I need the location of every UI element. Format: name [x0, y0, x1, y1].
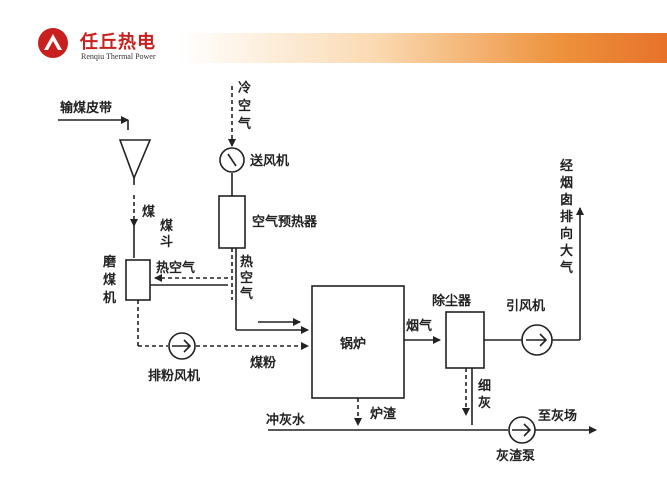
label-hot-air-right-char: 气 — [240, 286, 253, 302]
mill-box — [125, 259, 151, 301]
label-furnace-slag: 炉渣 — [370, 406, 397, 422]
label-to-chimney-char: 烟 — [560, 176, 573, 191]
label-coal: 煤 — [142, 204, 155, 220]
label-ash-flush-water: 冲灰水 — [266, 412, 306, 428]
induced-fan-mark — [526, 333, 548, 347]
label-mill-char: 磨 — [103, 254, 116, 270]
coal-hopper-shape — [118, 139, 152, 181]
label-boiler: 锅炉 — [340, 336, 366, 352]
label-dust-collector: 除尘器 — [432, 293, 472, 309]
label-to-chimney: 经烟囱排向大气 — [560, 158, 573, 276]
label-to-chimney-char: 气 — [560, 260, 573, 276]
label-fine-ash: 细灰 — [478, 378, 491, 411]
label-induced-fan: 引风机 — [506, 298, 545, 314]
slide-header: 任丘热电 Renqiu Thermal Power — [0, 0, 667, 70]
air-preheater-box — [218, 195, 246, 249]
label-exhaust-fan: 排粉风机 — [148, 368, 200, 384]
label-mill: 磨煤机 — [103, 254, 116, 306]
exhaust-fan-circle — [168, 332, 196, 360]
label-cold-air-char: 气 — [238, 116, 251, 132]
label-coal-hopper-char: 斗 — [160, 235, 173, 250]
label-cold-air: 冷空气 — [238, 80, 251, 132]
brand-name-en: Renqiu Thermal Power — [81, 52, 156, 61]
label-hot-air-left: 热空气 — [156, 260, 195, 276]
header-banner — [180, 33, 667, 63]
label-pulverized-coal: 煤粉 — [250, 355, 276, 371]
dust-collector-box — [445, 311, 485, 369]
label-fine-ash-char: 灰 — [478, 395, 491, 411]
logo-icon — [38, 28, 68, 58]
label-cold-air-char: 冷 — [238, 80, 251, 96]
label-to-chimney-char: 大 — [560, 243, 573, 259]
blower-circle — [219, 147, 245, 173]
label-flue-gas: 烟气 — [406, 318, 432, 334]
slag-pump-mark — [512, 423, 532, 437]
label-hot-air-right: 热空气 — [240, 254, 253, 302]
label-to-chimney-char: 向 — [560, 226, 573, 242]
label-to-chimney-char: 囱 — [560, 192, 573, 208]
label-hot-air-right-char: 空 — [240, 270, 253, 286]
label-mill-char: 煤 — [103, 272, 116, 288]
label-coal-hopper: 煤斗 — [160, 218, 173, 250]
blower-mark — [227, 153, 237, 167]
label-hot-air-right-char: 热 — [240, 254, 253, 270]
label-air-preheater: 空气预热器 — [252, 214, 318, 230]
label-mill-char: 机 — [103, 290, 116, 306]
label-to-chimney-char: 排 — [560, 209, 573, 225]
brand-name-cn: 任丘热电 — [80, 32, 156, 53]
label-coal-hopper-char: 煤 — [160, 218, 173, 234]
label-fine-ash-char: 细 — [478, 378, 491, 394]
label-slag-pump: 灰渣泵 — [496, 448, 535, 464]
label-to-ash-yard: 至灰场 — [538, 408, 577, 424]
exhaust-fan-mark — [172, 339, 192, 353]
label-coal-belt: 输煤皮带 — [60, 100, 112, 116]
label-blower: 送风机 — [249, 153, 289, 169]
label-cold-air-char: 空 — [238, 98, 251, 114]
label-to-chimney-char: 经 — [560, 158, 573, 174]
